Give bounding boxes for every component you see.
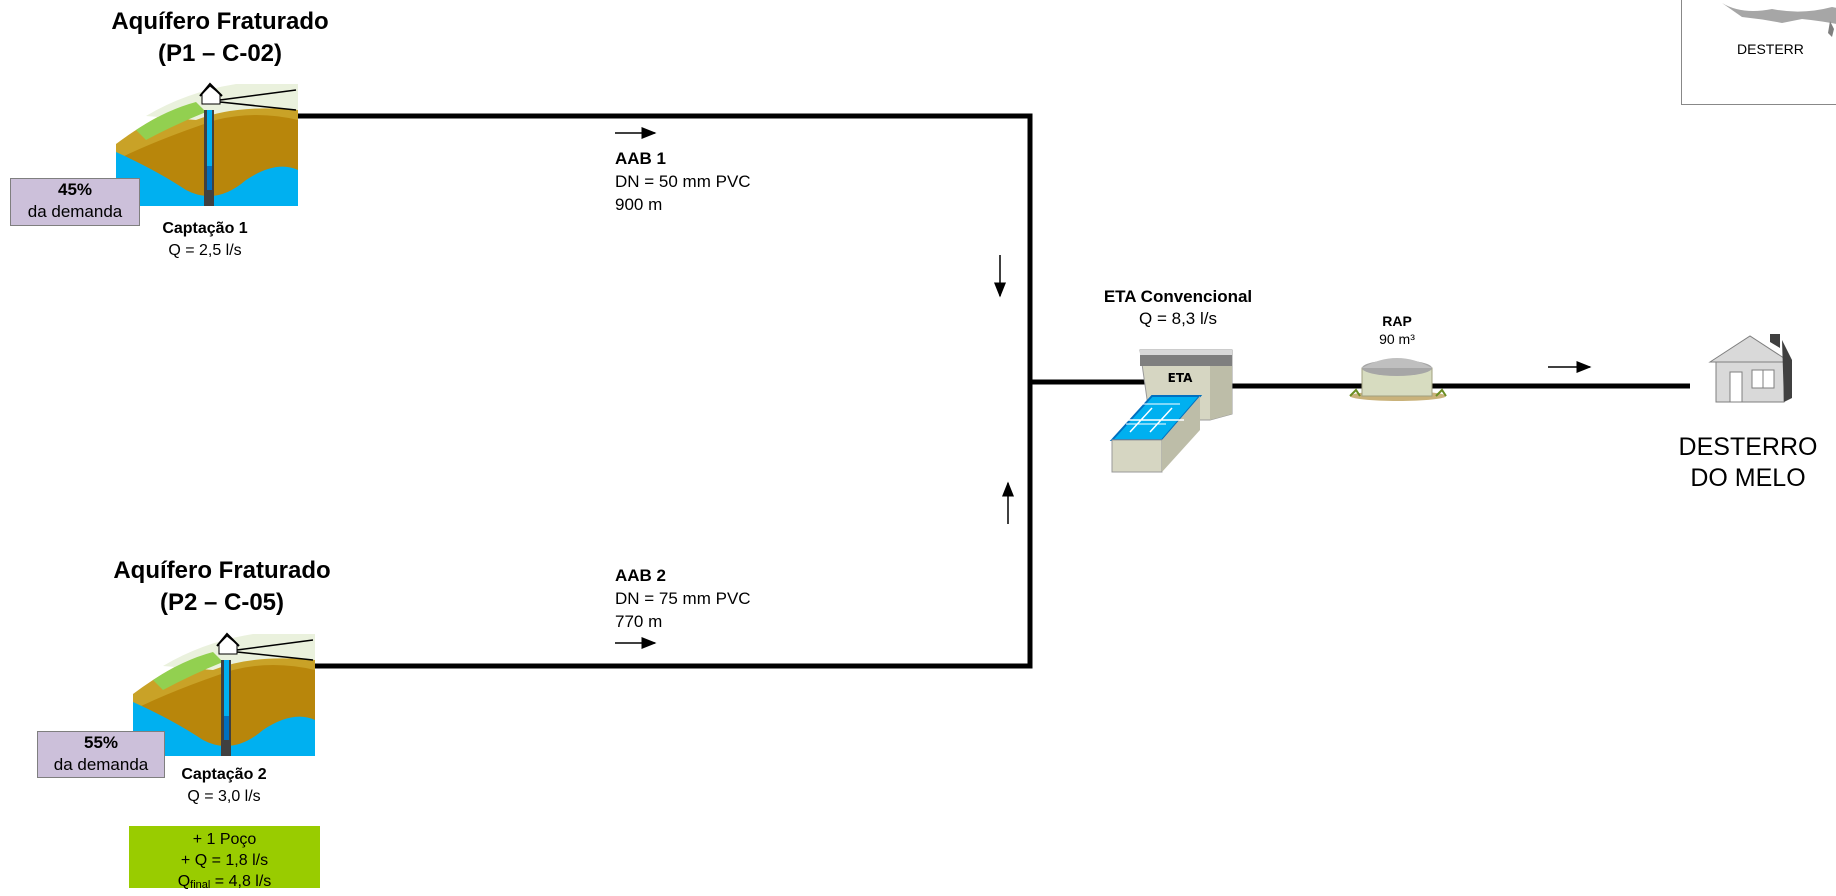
rap-label: RAP 90 m³ <box>1357 312 1437 348</box>
final-q-value: = 4,8 l/s <box>210 873 272 890</box>
extra-well-box: + 1 Poço + Q = 1,8 l/s Qfinal = 4,8 l/s <box>129 826 320 891</box>
location-inset-map: DESTERR <box>1681 0 1836 105</box>
extra-well-line1: + 1 Poço <box>192 831 257 848</box>
pipe1-label: AAB 1 DN = 50 mm PVC 900 m <box>615 147 815 216</box>
pipe-aab1 <box>295 113 1033 382</box>
source1-demand-text: da demanda <box>27 202 123 221</box>
pipe2-label: AAB 2 DN = 75 mm PVC 770 m <box>615 564 815 633</box>
pipe2-length: 770 m <box>615 612 663 631</box>
city-line1: DESTERRO <box>1678 433 1818 461</box>
pipe-aab2 <box>315 382 1033 669</box>
capture1-name: Captação 1 <box>162 220 248 237</box>
source2-title: Aquífero Fraturado (P2 – C-05) <box>62 555 382 619</box>
eta-label: ETA Convencional Q = 8,3 l/s <box>1088 286 1268 330</box>
capture2-label: Captação 2 Q = 3,0 l/s <box>149 764 299 808</box>
inset-label: DESTERR <box>1737 41 1804 57</box>
pipe2-diameter: DN = 75 mm PVC <box>615 589 751 608</box>
source2-demand-text: da demanda <box>53 755 149 774</box>
source1-demand-box: 45% da demanda <box>10 178 140 226</box>
pipe1-diameter: DN = 50 mm PVC <box>615 172 751 191</box>
well-illustration-2 <box>133 632 315 756</box>
city-label: DESTERRO DO MELO <box>1660 432 1836 494</box>
final-q-symbol: Q <box>177 873 191 890</box>
extra-well-line2: + Q = 1,8 l/s <box>180 852 269 869</box>
source1-demand-pct: 45% <box>57 180 93 199</box>
city-line2: DO MELO <box>1690 464 1806 492</box>
well-illustration-1 <box>116 82 298 206</box>
final-q-subscript: final <box>190 879 211 891</box>
inset-map-shape <box>1722 3 1836 37</box>
pipe1-length: 900 m <box>615 195 663 214</box>
capture1-label: Captação 1 Q = 2,5 l/s <box>130 218 280 262</box>
pipe2-name: AAB 2 <box>615 566 667 585</box>
rap-reservoir-illustration <box>1349 358 1447 401</box>
eta-flow: Q = 8,3 l/s <box>1139 309 1217 328</box>
source2-demand-pct: 55% <box>83 733 119 752</box>
eta-name: ETA Convencional <box>1103 287 1253 306</box>
house-icon <box>1708 334 1792 403</box>
source1-title: Aquífero Fraturado (P1 – C-02) <box>60 6 380 70</box>
extra-well-final-flow: Qfinal = 4,8 l/s <box>129 871 320 896</box>
capture2-name: Captação 2 <box>181 766 267 783</box>
capture1-flow: Q = 2,5 l/s <box>168 242 242 259</box>
pipe1-name: AAB 1 <box>615 149 667 168</box>
eta-building-illustration <box>1109 349 1233 473</box>
source2-title-line2: (P2 – C-05) <box>159 589 285 616</box>
eta-building-label: ETA <box>1167 371 1193 385</box>
capture2-flow: Q = 3,0 l/s <box>187 788 261 805</box>
rap-name: RAP <box>1382 313 1412 329</box>
source2-demand-box: 55% da demanda <box>37 731 165 778</box>
source1-title-line1: Aquífero Fraturado <box>111 8 329 35</box>
source1-title-line2: (P1 – C-02) <box>157 40 283 67</box>
source2-title-line1: Aquífero Fraturado <box>113 557 331 584</box>
rap-volume: 90 m³ <box>1379 331 1415 347</box>
